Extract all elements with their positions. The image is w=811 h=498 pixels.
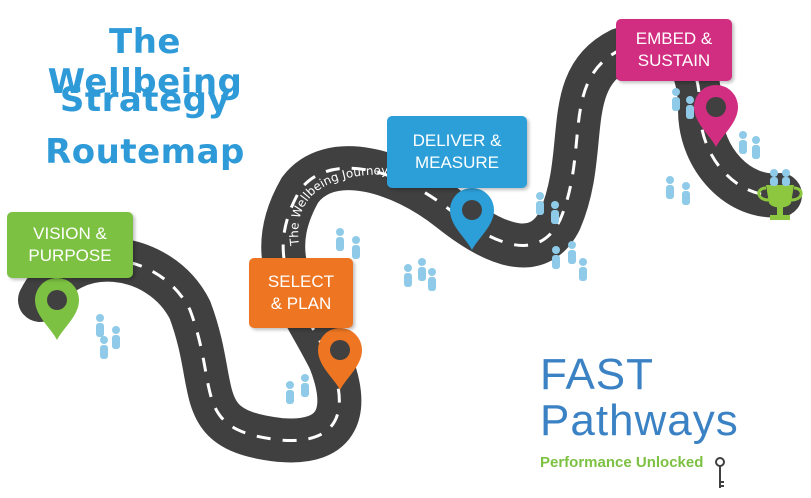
stage-label-line-1: EMBED & <box>635 29 713 48</box>
stage-label-line-2: PURPOSE <box>28 246 112 265</box>
map-pin-icon <box>35 278 79 340</box>
key-icon <box>715 457 725 488</box>
person-icon <box>352 236 360 259</box>
stage-box-deliver: DELIVER & MEASURE <box>387 116 527 188</box>
page-title-line-2: Strategy <box>59 80 231 120</box>
person-icon <box>682 182 690 205</box>
person-icon <box>404 264 412 287</box>
trophy-icon <box>757 169 803 220</box>
person-icon <box>286 381 294 404</box>
person-icon <box>112 326 120 349</box>
stage-label-line-2: MEASURE <box>414 153 500 172</box>
stage-box-vision: VISION & PURPOSE <box>7 212 133 278</box>
stage-label-line-1: SELECT <box>267 272 335 291</box>
stage-label-line-1: VISION & <box>33 224 107 243</box>
stage-label-line-2: SUSTAIN <box>637 51 711 70</box>
person-icon <box>428 268 436 291</box>
map-pin-icon <box>318 328 362 390</box>
page-title-line-3: Routemap <box>45 132 245 172</box>
brand-name-line-2: Pathways <box>540 396 739 445</box>
brand-name-line-1: FAST <box>540 350 655 399</box>
stage-box-embed: EMBED & SUSTAIN <box>616 19 732 81</box>
person-icon <box>568 241 576 264</box>
person-icon <box>666 176 674 199</box>
stage-box-select: SELECT & PLAN <box>249 258 353 328</box>
person-icon <box>418 258 426 281</box>
person-icon <box>579 258 587 281</box>
person-icon <box>336 228 344 251</box>
brand-tagline: Performance Unlocked <box>540 454 704 471</box>
map-pin-icon <box>694 85 738 147</box>
person-icon <box>551 201 559 224</box>
person-icon <box>96 314 104 337</box>
person-icon <box>672 88 680 111</box>
stage-label-line-1: DELIVER & <box>412 131 502 150</box>
stage-label-line-2: & PLAN <box>270 294 332 313</box>
page-title-line-1: The Wellbeing <box>47 22 243 102</box>
person-icon <box>752 136 760 159</box>
person-icon <box>536 192 544 215</box>
person-icon <box>686 96 694 119</box>
person-icon <box>552 246 560 269</box>
person-icon <box>100 336 108 359</box>
map-pin-icon <box>450 188 494 250</box>
brand-logo: FAST Pathways Performance Unlocked <box>530 350 800 490</box>
person-icon <box>301 374 309 397</box>
person-icon <box>739 131 747 154</box>
